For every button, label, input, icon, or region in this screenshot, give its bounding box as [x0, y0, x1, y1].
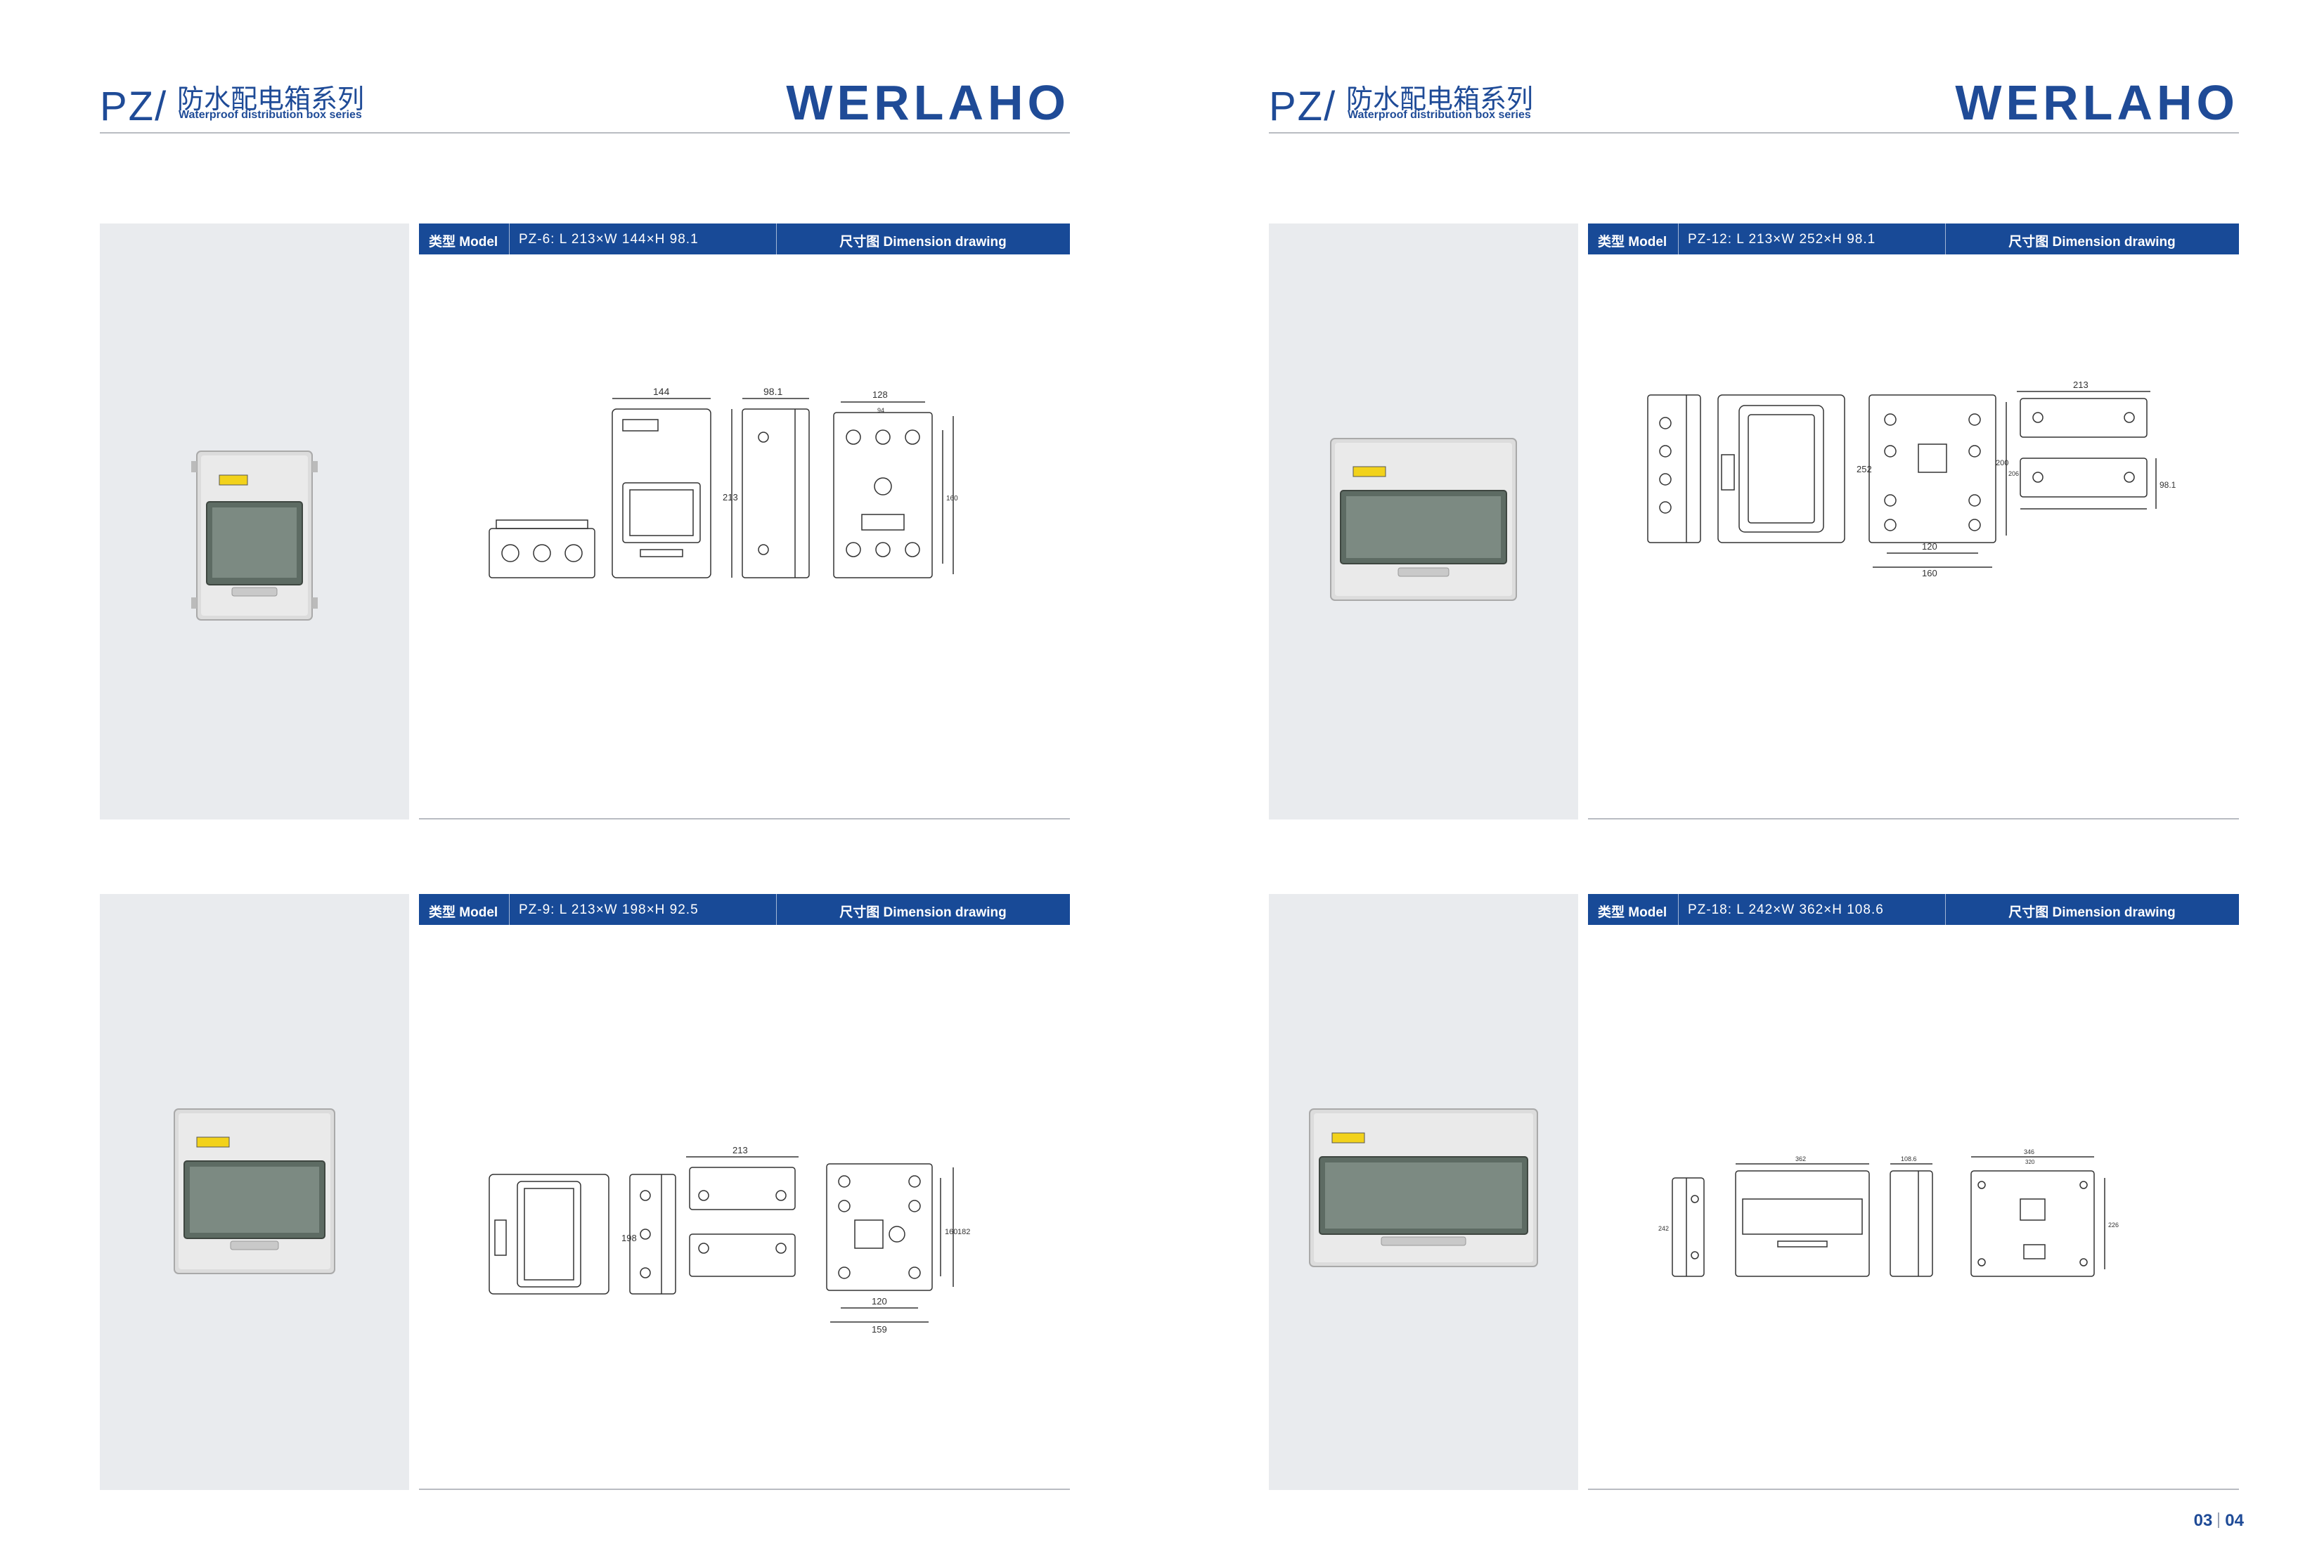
front-view [1717, 394, 1845, 543]
model-spec: PZ-9: L 213×W 198×H 92.5 [519, 902, 699, 917]
dim-label: 226 [2108, 1222, 2119, 1229]
front-view: 144 [612, 386, 711, 578]
dim-label: 213 [723, 492, 738, 503]
model-spec: PZ-18: L 242×W 362×H 108.6 [1688, 902, 1884, 917]
model-spec: PZ-6: L 213×W 144×H 98.1 [519, 232, 699, 247]
brand-logo: WERLAHO [786, 75, 1070, 130]
page-number-right: 04 [2225, 1511, 2244, 1530]
panel-rule [1588, 1489, 2239, 1490]
bar-divider [1945, 223, 1946, 254]
product-photo [1330, 438, 1517, 601]
back-view: 160 182 120 159 [826, 1163, 970, 1335]
dim-label: 108.6 [1901, 1155, 1917, 1162]
dim-label: 200 [1996, 459, 2008, 467]
depth-view: 108.6 [1890, 1155, 1933, 1277]
dimension-drawing-label: 尺寸图 Dimension drawing [839, 235, 1007, 250]
left-page-header: PZ/ 防水配电箱系列 Waterproof distribution box … [100, 70, 1070, 134]
right-page-header: PZ/ 防水配电箱系列 Waterproof distribution box … [1269, 70, 2239, 134]
dim-label: 120 [872, 1296, 887, 1307]
side-view: 98.1 213 [723, 386, 810, 578]
dimension-drawing-label: 尺寸图 Dimension drawing [2008, 905, 2176, 920]
product-panel-pz6: 类型 Model PZ-6: L 213×W 144×H 98.1 尺寸图 Di… [100, 223, 1070, 819]
dim-label: 213 [732, 1145, 748, 1155]
dim-label: 213 [2073, 380, 2089, 390]
dim-label: 94 [877, 407, 884, 414]
bar-divider [1678, 894, 1679, 925]
dim-label: 160 [1922, 568, 1937, 578]
series-title-zh: 防水配电箱系列 [1346, 85, 1534, 115]
dim-label: 252 [1857, 464, 1872, 474]
dim-label: 182 [957, 1228, 970, 1236]
back-view: 128 94 160 [833, 389, 958, 578]
dim-label: 98.1 [763, 386, 782, 397]
dimension-drawing: 252 200 206 120 160 213 98.1 [1647, 380, 2176, 578]
top-view: 213 [686, 1145, 799, 1277]
page-number-left: 03 [2193, 1511, 2213, 1530]
dimension-drawing: 242 362 108.6 346 320 226 [1658, 1148, 2119, 1277]
series-title-en: Waterproof distribution box series [1348, 109, 1531, 121]
panel-rule [419, 1489, 1070, 1490]
model-type-label: 类型 Model [429, 905, 498, 920]
dimension-drawing-label: 尺寸图 Dimension drawing [839, 905, 1007, 920]
dimension-drawing-label: 尺寸图 Dimension drawing [2008, 235, 2176, 250]
bar-divider [1945, 894, 1946, 925]
dim-label: 98.1 [2160, 480, 2176, 490]
series-title-en: Waterproof distribution box series [179, 109, 362, 121]
dimension-drawing: 144 98.1 213 128 94 [489, 386, 958, 578]
product-panel-pz9: 类型 Model PZ-9: L 213×W 198×H 92.5 尺寸图 Di… [100, 894, 1070, 1490]
product-photo [1309, 1108, 1538, 1267]
bottom-view [489, 519, 595, 578]
dim-label: 320 [2025, 1159, 2035, 1165]
dim-label: 206 [2008, 470, 2019, 477]
series-title-zh: 防水配电箱系列 [177, 85, 365, 115]
product-panel-pz18: 类型 Model PZ-18: L 242×W 362×H 108.6 尺寸图 … [1269, 894, 2239, 1490]
model-bar: 类型 Model PZ-9: L 213×W 198×H 92.5 尺寸图 Di… [419, 894, 1070, 925]
bar-divider [776, 894, 777, 925]
bar-divider [1678, 223, 1679, 254]
panel-rule [1588, 818, 2239, 819]
model-spec: PZ-12: L 213×W 252×H 98.1 [1688, 232, 1876, 247]
page-numbers: 03 04 [2194, 1511, 2244, 1531]
product-photo [174, 1108, 335, 1274]
front-view: 198 [489, 1174, 637, 1295]
model-type-label: 类型 Model [1598, 905, 1667, 920]
dim-label: 160 [945, 1228, 957, 1236]
back-view: 252 200 206 120 160 [1857, 394, 2019, 578]
brand-logo: WERLAHO [1955, 75, 2239, 130]
dim-label: 198 [621, 1233, 637, 1243]
dim-label: 242 [1658, 1225, 1669, 1232]
dim-label: 362 [1795, 1155, 1806, 1162]
dim-label: 159 [872, 1324, 887, 1335]
top-view: 213 98.1 [2017, 380, 2176, 510]
series-code: PZ/ [100, 84, 168, 129]
panel-rule [419, 818, 1070, 819]
bar-divider [776, 223, 777, 254]
dim-label: 120 [1922, 541, 1937, 552]
series-code: PZ/ [1269, 84, 1337, 129]
model-bar: 类型 Model PZ-12: L 213×W 252×H 98.1 尺寸图 D… [1588, 223, 2239, 254]
dim-label: 160 [946, 495, 958, 503]
model-type-label: 类型 Model [429, 235, 498, 250]
model-type-label: 类型 Model [1598, 235, 1667, 250]
model-bar: 类型 Model PZ-18: L 242×W 362×H 108.6 尺寸图 … [1588, 894, 2239, 925]
dim-label: 128 [872, 389, 888, 400]
front-view: 362 [1735, 1155, 1870, 1277]
dim-label: 144 [653, 386, 670, 397]
page-number-divider [2218, 1512, 2220, 1528]
dim-label: 346 [2024, 1148, 2034, 1155]
model-bar: 类型 Model PZ-6: L 213×W 144×H 98.1 尺寸图 Di… [419, 223, 1070, 254]
back-view: 346 320 226 [1970, 1148, 2119, 1277]
dimension-drawing: 198 213 160 182 120 [489, 1145, 970, 1335]
side-view [629, 1174, 676, 1295]
side-view [1647, 394, 1701, 543]
product-photo [191, 451, 318, 621]
side-view: 242 [1658, 1177, 1705, 1277]
bar-divider [509, 223, 510, 254]
bar-divider [509, 894, 510, 925]
product-panel-pz12: 类型 Model PZ-12: L 213×W 252×H 98.1 尺寸图 D… [1269, 223, 2239, 819]
